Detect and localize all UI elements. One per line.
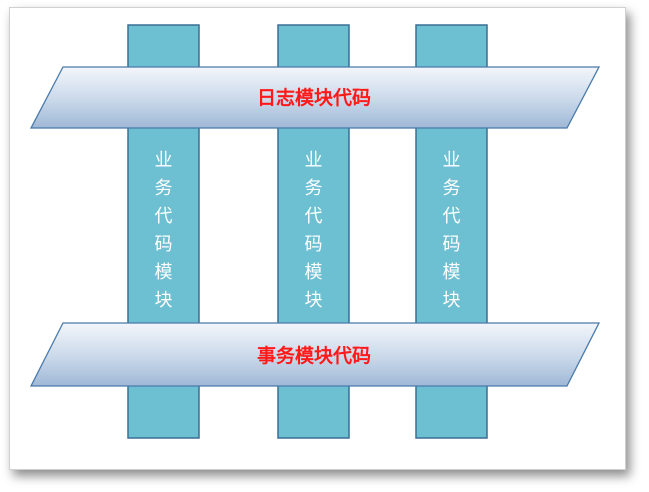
pillar-3-char-2: 务 <box>443 178 461 199</box>
pillar-2-char-6: 块 <box>305 290 323 311</box>
pillar-1-char-4: 码 <box>155 234 173 255</box>
pillar-1-label: 业 务 代 码 模 块 <box>155 150 173 311</box>
pillar-3-char-6: 块 <box>443 290 461 311</box>
pillar-3-char-5: 模 <box>443 262 461 283</box>
pillar-2-char-4: 码 <box>305 234 323 255</box>
pillar-3-char-1: 业 <box>443 150 461 171</box>
pillar-3-char-4: 码 <box>443 234 461 255</box>
pillar-2-label: 业 务 代 码 模 块 <box>305 150 323 311</box>
top-band-label: 日志模块代码 <box>257 86 371 109</box>
pillar-2-char-1: 业 <box>305 150 323 171</box>
pillar-1-char-2: 务 <box>155 178 173 199</box>
pillar-3-char-3: 代 <box>443 206 461 227</box>
pillar-3-label: 业 务 代 码 模 块 <box>443 150 461 311</box>
bottom-band-label: 事务模块代码 <box>257 344 371 367</box>
pillar-2-char-3: 代 <box>305 206 323 227</box>
bottom-band <box>29 322 601 387</box>
top-band <box>29 66 601 129</box>
pillar-1-char-5: 模 <box>155 262 173 283</box>
pillar-2-char-2: 务 <box>305 178 323 199</box>
pillar-1-char-3: 代 <box>155 206 173 227</box>
pillar-1-char-6: 块 <box>155 290 173 311</box>
pillar-2-char-5: 模 <box>305 262 323 283</box>
pillar-1-char-1: 业 <box>155 150 173 171</box>
